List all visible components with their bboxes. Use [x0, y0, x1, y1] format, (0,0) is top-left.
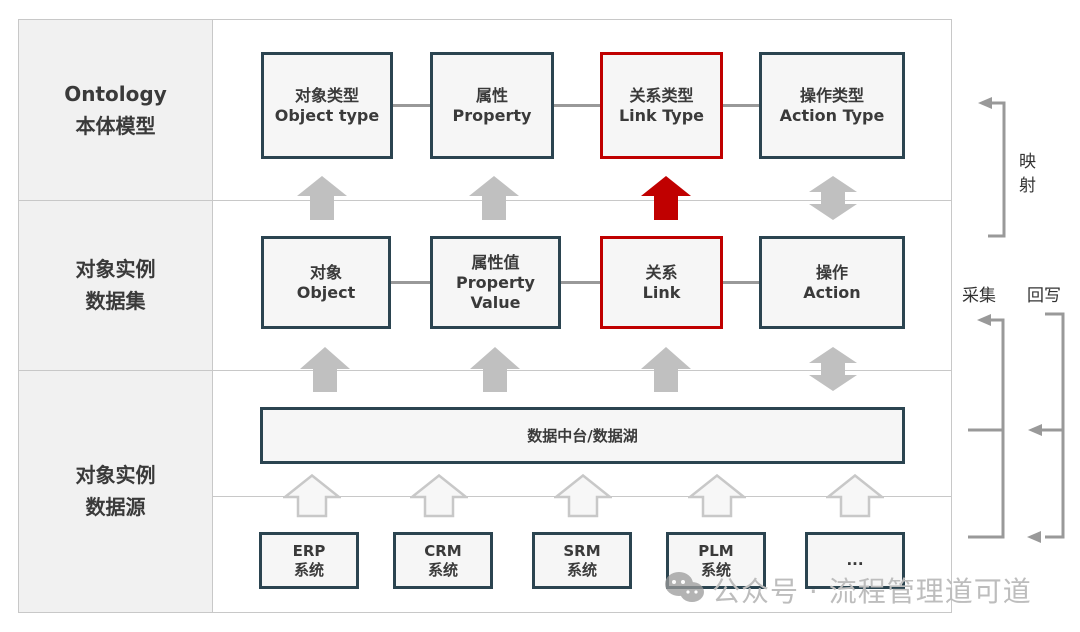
layer-label-line: 数据集: [85, 289, 146, 313]
connector-line: [390, 281, 430, 284]
source-system-more[interactable]: ...: [805, 532, 905, 589]
ontology-box-action-type[interactable]: 操作类型 Action Type: [759, 52, 905, 159]
box-label-en: Property: [456, 272, 535, 292]
layer-label-instance-dataset: 对象实例 数据集: [18, 253, 213, 317]
hollow-up-arrow-icon: [554, 474, 612, 518]
box-label-en: Action: [803, 282, 861, 302]
system-name: SRM: [563, 541, 601, 560]
layer-label-line: 对象实例: [75, 257, 156, 281]
source-system-erp[interactable]: ERP 系统: [259, 532, 359, 589]
up-arrow-icon: [297, 176, 347, 220]
up-arrow-icon: [300, 347, 350, 392]
source-system-srm[interactable]: SRM 系统: [532, 532, 632, 589]
arrow-left-icon: [978, 97, 992, 109]
instance-box-action[interactable]: 操作 Action: [759, 236, 905, 329]
layer-label-line: 对象实例: [75, 463, 156, 487]
layer-label-line: Ontology: [64, 82, 167, 106]
system-suffix: 系统: [427, 560, 458, 579]
bidirectional-arrow-icon: [809, 347, 857, 391]
box-label-zh: 对象类型: [294, 85, 359, 105]
layer-label-line: 本体模型: [75, 114, 156, 138]
bidirectional-arrow-icon: [809, 176, 857, 220]
instance-box-object[interactable]: 对象 Object: [261, 236, 391, 329]
label-mapping-char: 映: [1019, 152, 1036, 172]
data-platform-box[interactable]: 数据中台/数据湖: [260, 407, 905, 464]
instance-box-link[interactable]: 关系 Link: [600, 236, 723, 329]
label-collect: 采集: [962, 286, 996, 306]
connector-line: [722, 281, 760, 284]
system-suffix: 系统: [293, 560, 324, 579]
layer-label-line: 数据源: [85, 495, 146, 519]
ontology-box-object-type[interactable]: 对象类型 Object type: [261, 52, 393, 159]
layer-label-ontology: Ontology 本体模型: [18, 78, 213, 142]
box-label-zh: 操作类型: [799, 85, 864, 105]
box-label-zh: 关系类型: [629, 85, 694, 105]
box-label-en: Link: [642, 282, 681, 302]
arrow-left-icon: [977, 314, 991, 326]
mapping-bracket-line: [988, 101, 1006, 238]
system-suffix: 系统: [700, 560, 731, 579]
flow-brackets: [968, 97, 1065, 543]
system-name: PLM: [698, 541, 734, 560]
system-name: ERP: [292, 541, 326, 560]
box-label-en: Value: [470, 292, 521, 312]
hollow-up-arrow-icon: [826, 474, 884, 518]
layer-label-instance-source: 对象实例 数据源: [18, 459, 213, 523]
label-writeback: 回写: [1027, 286, 1061, 306]
hollow-up-arrow-icon: [283, 474, 341, 518]
watermark-text: 公众号 · 流程管理道可道: [712, 575, 1032, 608]
connector-line: [722, 104, 759, 107]
wechat-icon: [665, 572, 704, 602]
arrow-left-icon: [1027, 531, 1041, 543]
box-label-en: Link Type: [618, 105, 705, 125]
source-system-crm[interactable]: CRM 系统: [393, 532, 493, 589]
system-name: CRM: [424, 541, 462, 560]
connector-line: [560, 281, 600, 284]
layer-label-column: [18, 19, 213, 613]
label-mapping: 映 射: [1019, 150, 1036, 198]
label-mapping-char: 射: [1019, 176, 1036, 196]
box-label-zh: 属性: [475, 85, 508, 105]
box-label-en: Property: [452, 105, 532, 125]
data-platform-label: 数据中台/数据湖: [527, 426, 638, 445]
hollow-up-arrow-icon: [410, 474, 468, 518]
box-label-zh: 操作: [815, 262, 848, 282]
up-arrow-icon: [641, 347, 691, 392]
source-system-plm[interactable]: PLM 系统: [666, 532, 766, 589]
system-name: ...: [846, 551, 864, 569]
box-label-en: Object type: [274, 105, 380, 125]
box-label-en: Action Type: [779, 105, 885, 125]
box-label-zh: 对象: [309, 262, 342, 282]
up-arrow-icon: [470, 347, 520, 392]
box-label-en: Object: [296, 282, 356, 302]
box-label-zh: 关系: [645, 262, 678, 282]
ontology-box-link-type[interactable]: 关系类型 Link Type: [600, 52, 723, 159]
up-arrow-icon: [469, 176, 519, 220]
ontology-box-property[interactable]: 属性 Property: [430, 52, 554, 159]
writeback-bracket-line: [1045, 312, 1065, 539]
up-arrow-highlight-icon: [641, 176, 691, 220]
connector-line: [553, 104, 600, 107]
instance-box-property-value[interactable]: 属性值 Property Value: [430, 236, 561, 329]
connector-line: [392, 104, 430, 107]
hollow-up-arrow-icon: [688, 474, 746, 518]
box-label-zh: 属性值: [471, 252, 520, 272]
arrow-left-icon: [1028, 424, 1042, 436]
system-suffix: 系统: [566, 560, 597, 579]
